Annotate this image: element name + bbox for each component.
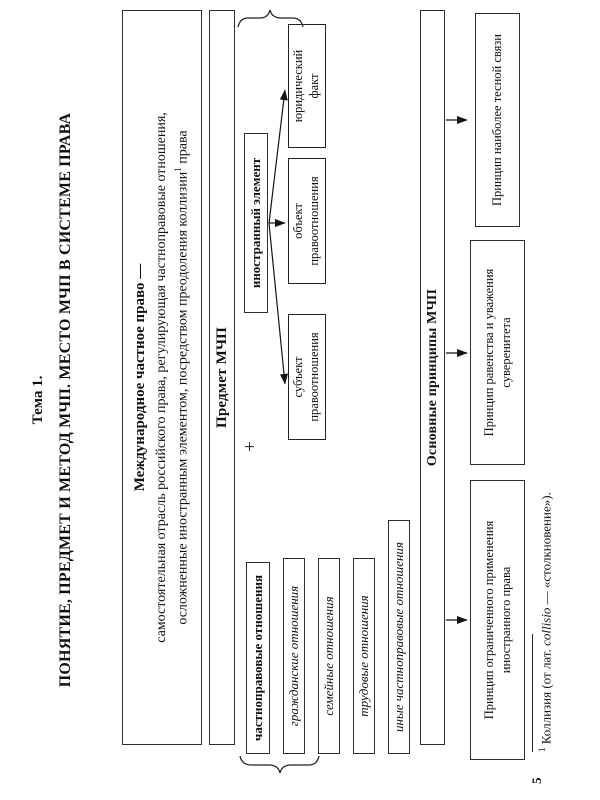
aspect-legal-fact-box: юридический факт	[288, 24, 326, 148]
definition-body-line1: самостоятельная отрасль российского прав…	[153, 112, 169, 643]
principles-header-bar: Основные принципы МЧП	[420, 10, 445, 745]
relation-type-labor: трудовые отношения	[353, 558, 375, 754]
footnote-ref: 1	[173, 167, 184, 172]
plus-operator: +	[240, 441, 261, 452]
relation-type-family: семейные отношения	[318, 558, 340, 754]
private-law-relations-box: частноправовые отношения	[246, 562, 270, 754]
page-number: 5	[529, 777, 544, 785]
footnote: 1 Коллизия (от лат. collisio — «столкнов…	[537, 492, 554, 752]
definition-term: Международное частное право —	[132, 263, 148, 492]
principle-equality-sovereignty-box: Принцип равенства и уважения суверенитет…	[470, 240, 525, 465]
definition-body-line2: осложненные иностранным элементом, посре…	[173, 130, 191, 625]
topic-number: Тема 1.	[30, 375, 46, 425]
aspect-object-box: объект правоотношения	[288, 158, 326, 284]
page-title: ПОНЯТИЕ, ПРЕДМЕТ И МЕТОД МЧП. МЕСТО МЧП …	[57, 112, 74, 688]
definition-box: Международное частное право — самостояте…	[122, 10, 202, 745]
footnote-separator	[532, 634, 533, 752]
foreign-element-box: иностранный элемент	[244, 133, 268, 313]
relation-type-other: иные частноправовые отношения	[388, 520, 410, 754]
footnote-marker: 1	[537, 747, 547, 753]
predmet-mchp-header-bar: Предмет МЧП	[209, 10, 235, 745]
relation-type-civil: гражданские отношения	[283, 558, 305, 754]
principle-closest-connection-box: Принцип наиболее тесной связи	[475, 13, 520, 227]
left-brace	[239, 755, 320, 774]
principle-limited-application-box: Принцип ограниченного применения иностра…	[470, 480, 525, 760]
latin-term: collisio	[538, 607, 554, 646]
aspect-subject-box: субъект правоотношения	[288, 314, 326, 440]
